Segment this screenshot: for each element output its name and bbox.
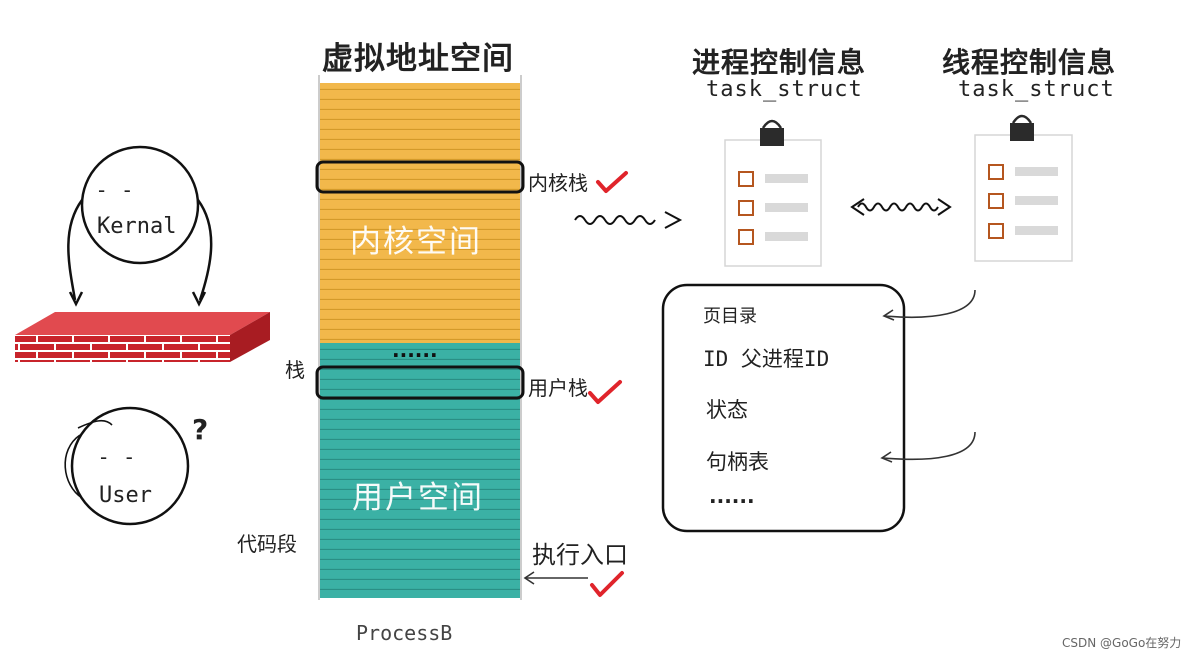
info-arrows [880,289,976,463]
link-double-arrow [850,198,952,216]
check-icon-user-stack [588,380,622,404]
kernel-space-block [320,83,520,343]
kernel-stack-label: 内核栈 [528,171,588,195]
kernel-stack-box [315,160,525,194]
thread-control-card [974,114,1073,262]
info-handle-table: 句柄表 [706,450,769,474]
user-figure-label: User [99,483,152,508]
address-space-title: 虚拟地址空间 [322,41,514,77]
user-stack-label: 用户栈 [528,376,588,400]
info-box-border [661,283,906,533]
info-more: ...... [709,484,755,508]
process-label: ProcessB [356,621,453,645]
kernel-eyes: - - [98,178,137,202]
brick-wall-icon [15,312,270,362]
binder-clip-icon-2 [1010,123,1034,141]
info-ids: ID 父进程ID [703,347,830,371]
info-page-directory: 页目录 [703,306,757,327]
address-space-column [315,75,525,600]
kernel-head [80,145,200,265]
check-icon-entry [590,571,624,597]
stack-label: 栈 [285,358,305,382]
kernel-figure [67,145,213,307]
stack-dots: ...... [392,338,438,362]
user-eyes: - - [100,445,139,469]
kernel-space-label: 内核空间 [350,224,482,260]
code-segment-label: 代码段 [237,532,297,556]
thread-struct-label: task_struct [958,77,1115,102]
process-control-title: 进程控制信息 [692,46,867,79]
user-stack-box [315,365,525,400]
kernel-figure-label: Kernal [97,214,177,239]
check-marks [588,171,628,597]
process-control-card [724,119,822,267]
user-head [70,406,190,526]
question-mark: ? [192,413,209,446]
check-icon-kernel-stack [596,171,628,193]
watermark: CSDN @GoGo在努力 [1062,636,1182,650]
entry-arrow [523,571,588,585]
binder-clip-icon [760,128,784,146]
process-struct-label: task_struct [706,77,863,102]
info-state: 状态 [706,398,748,422]
user-space-block [320,343,520,598]
kernel-stack-arrow [574,211,683,229]
user-figure [64,406,190,526]
thread-control-title: 线程控制信息 [942,46,1117,79]
user-space-label: 用户空间 [352,480,484,516]
entry-label: 执行入口 [532,541,628,569]
